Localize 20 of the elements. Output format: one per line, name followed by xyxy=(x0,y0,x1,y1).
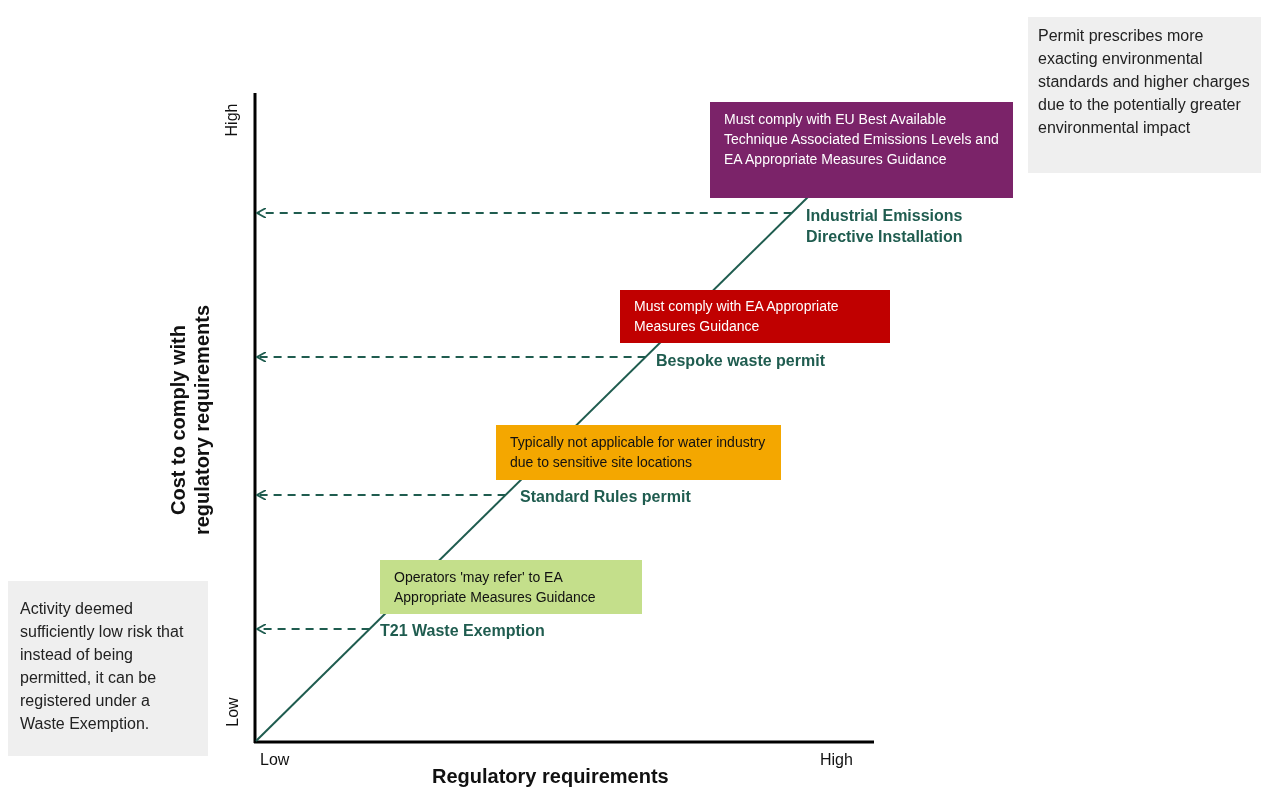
level-label: Bespoke waste permit xyxy=(656,350,825,371)
axis-title: Cost to comply with regulatory requirements xyxy=(166,303,214,538)
note-box: Permit prescribes more exacting environmental standards and higher charges due to the potentially greater environmental impact xyxy=(1028,17,1261,173)
callout-box: Must comply with EU Best Available Technique Associated Emissions Levels and EA Appropriate Measures Guidance xyxy=(710,102,1013,198)
level-label: Standard Rules permit xyxy=(520,486,691,507)
dashed-arrow xyxy=(256,351,647,363)
axis-tick-label: High xyxy=(222,103,241,137)
dashed-arrow xyxy=(256,489,507,501)
axis-tick-label: Low xyxy=(223,697,242,727)
callout-box: Must comply with EA Appropriate Measures Guidance xyxy=(620,290,890,343)
axis-tick-label: Low xyxy=(260,751,290,769)
level-label: T21 Waste Exemption xyxy=(380,620,545,641)
dashed-arrow xyxy=(256,207,793,219)
callout-box: Typically not applicable for water industry due to sensitive site locations xyxy=(496,425,781,480)
level-label: Industrial Emissions Directive Installation xyxy=(806,205,991,247)
axis-tick-label: High xyxy=(820,751,853,769)
callout-box: Operators 'may refer' to EA Appropriate Measures Guidance xyxy=(380,560,642,614)
dashed-arrow xyxy=(256,623,371,635)
axis-title: Regulatory requirements xyxy=(432,764,669,788)
note-box: Activity deemed sufficiently low risk that instead of being permitted, it can be registered under a Waste Exemption. xyxy=(8,581,208,756)
